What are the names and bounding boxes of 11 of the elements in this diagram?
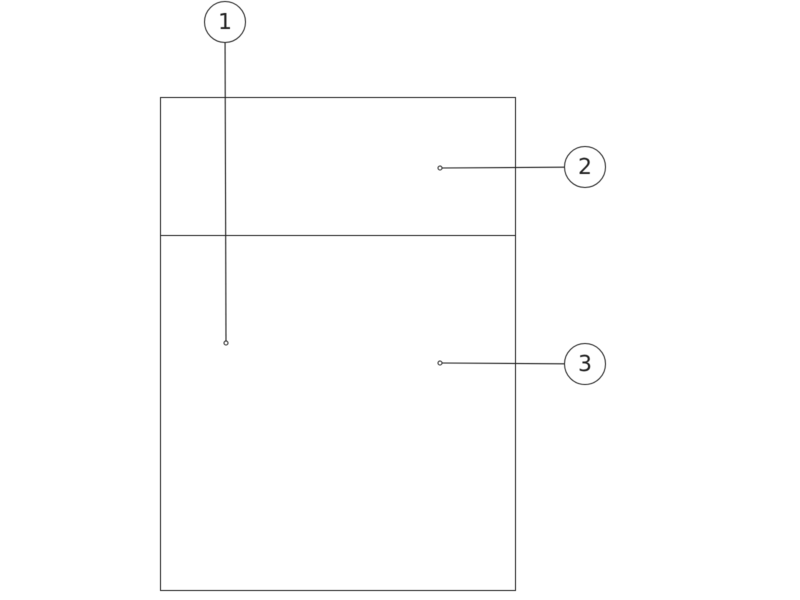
callout-circle bbox=[564, 146, 606, 188]
leader-line bbox=[438, 360, 564, 366]
callout-number: 3 bbox=[578, 352, 592, 376]
leader-line bbox=[438, 166, 564, 170]
callout-number: 2 bbox=[578, 154, 592, 180]
leader-line bbox=[224, 43, 228, 346]
callout-number: 1 bbox=[218, 10, 232, 34]
callout-circle bbox=[204, 1, 246, 43]
lower-section bbox=[160, 235, 516, 591]
upper-section bbox=[160, 97, 516, 236]
callout-circle bbox=[564, 343, 606, 385]
